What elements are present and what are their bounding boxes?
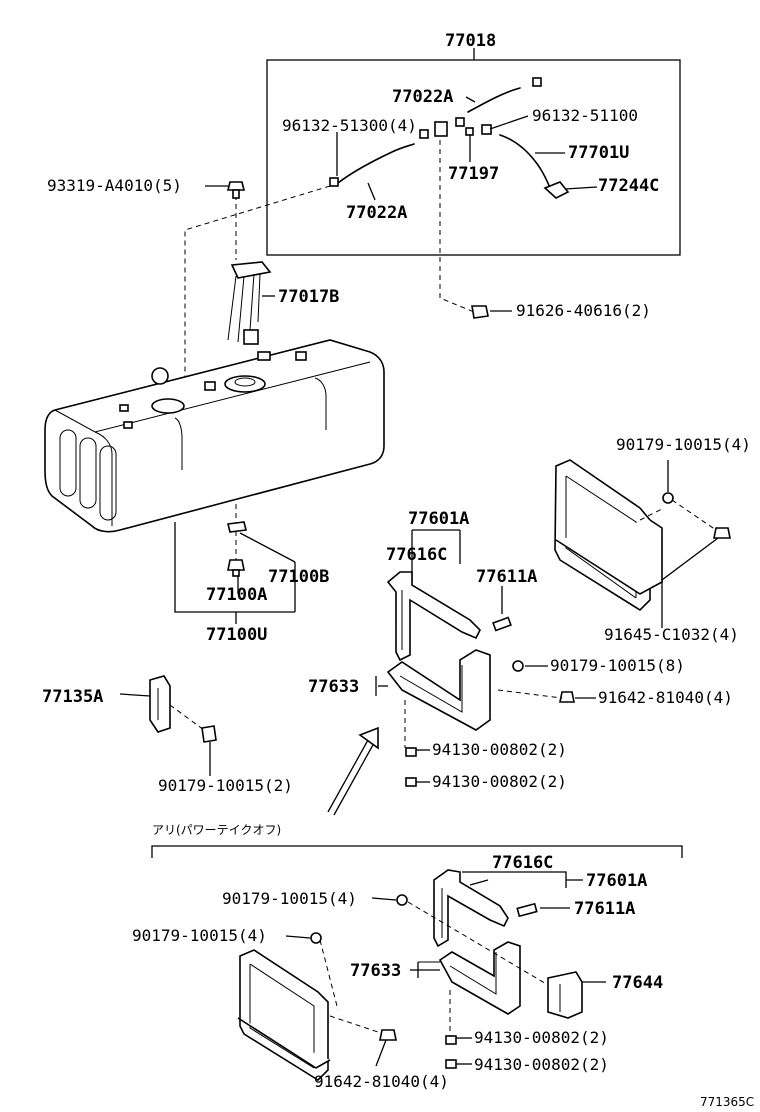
label-90179-right-top: 90179-10015(4): [616, 435, 751, 454]
label-77017B: 77017B: [278, 287, 339, 307]
bolt-91626: [471, 305, 512, 319]
label-77701U: 77701U: [568, 143, 629, 163]
label-96132-51300: 96132-51300(4): [282, 116, 417, 135]
label-91642-top: 91642-81040(4): [598, 688, 733, 707]
label-77611A-top: 77611A: [476, 567, 537, 587]
label-90179-left: 90179-10015(2): [158, 776, 293, 795]
label-91626: 91626-40616(2): [516, 301, 651, 320]
label-90179-8: 90179-10015(8): [550, 656, 685, 675]
sender-gauge-77017B: [227, 261, 275, 345]
label-77633-top: 77633: [308, 677, 359, 697]
pto-option-section: [151, 845, 683, 1082]
hose-assembly-group: [266, 48, 681, 256]
label-77100U: 77100U: [206, 625, 267, 645]
label-94130-b: 94130-00802(2): [432, 772, 567, 791]
label-77197: 77197: [448, 164, 499, 184]
bracket-77135A: [119, 675, 217, 776]
label-77616C-bottom: 77616C: [492, 853, 553, 873]
label-77633-bottom: 77633: [350, 961, 401, 981]
label-77244C: 77244C: [598, 176, 659, 196]
label-77100B: 77100B: [268, 567, 329, 587]
label-77100A: 77100A: [206, 585, 267, 605]
step-frame-right: [554, 459, 731, 628]
label-90179-bottom-2: 90179-10015(4): [132, 926, 267, 945]
label-77616C-top: 77616C: [386, 545, 447, 565]
label-91645: 91645-C1032(4): [604, 625, 739, 644]
label-94130-a: 94130-00802(2): [432, 740, 567, 759]
label-77644: 77644: [612, 973, 663, 993]
alignment-lines-upper: [184, 140, 475, 560]
label-90179-bottom-1: 90179-10015(4): [222, 889, 357, 908]
label-94130-d: 94130-00802(2): [474, 1055, 609, 1074]
label-91642-bottom: 91642-81040(4): [314, 1072, 449, 1091]
figure-code: 771365C: [700, 1095, 754, 1109]
drain-plug: [174, 521, 296, 624]
part-labels: 77018 77022A 96132-51300(4) 96132-51100 …: [42, 31, 754, 1109]
label-77022A-top: 77022A: [392, 87, 453, 107]
label-77135A: 77135A: [42, 687, 103, 707]
label-77611A-bottom: 77611A: [574, 899, 635, 919]
label-94130-c: 94130-00802(2): [474, 1028, 609, 1047]
option-heading: アリ(パワーテイクオフ): [152, 823, 281, 837]
label-77601A-top: 77601A: [408, 509, 469, 529]
fuel-tank: [44, 339, 385, 533]
bolt-93319: [205, 181, 246, 199]
label-77601A-bottom: 77601A: [586, 871, 647, 891]
label-93319: 93319-A4010(5): [47, 176, 182, 195]
label-96132-51100: 96132-51100: [532, 106, 638, 125]
direction-arrow: [327, 726, 379, 816]
label-77022A-bottom: 77022A: [346, 203, 407, 223]
step-assembly-upper: [375, 529, 596, 787]
label-77018: 77018: [445, 31, 496, 51]
